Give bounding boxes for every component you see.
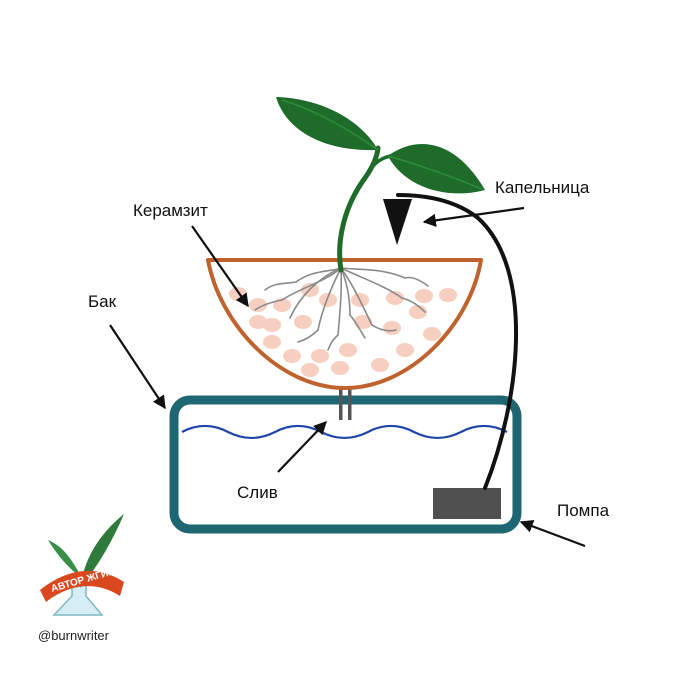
label-bak: Бак	[88, 292, 117, 311]
clay-pebble	[263, 318, 281, 332]
logo-stamp-band	[40, 570, 124, 602]
dripper	[383, 199, 412, 245]
label-keramzit: Керамзит	[133, 201, 208, 220]
left-leaf	[276, 97, 378, 151]
sliv-arrow	[277, 421, 327, 473]
clay-pebble	[386, 291, 404, 305]
left-leaf-vein	[281, 99, 379, 151]
clay-pebble	[354, 315, 372, 329]
bowl	[206, 258, 483, 390]
label-pompa: Помпа	[557, 501, 610, 520]
right-leaf-vein	[387, 155, 483, 190]
clay-pebble	[415, 289, 433, 303]
clay-pebble	[283, 349, 301, 363]
logo-leaf-2	[48, 540, 82, 578]
kapelnitsa-arrow	[422, 206, 525, 227]
water-wave	[181, 424, 508, 440]
clay-pebble	[263, 335, 281, 349]
clay-pebble	[319, 293, 337, 307]
clay-pebble	[396, 343, 414, 357]
right-leaf	[388, 144, 485, 194]
label-kapelnitsa: Капельница	[495, 178, 590, 197]
clay-pebble	[423, 327, 441, 341]
clay-pebble	[331, 361, 349, 375]
keramzit-arrow	[191, 225, 249, 308]
clay-pebbles	[229, 283, 457, 377]
logo-leaf	[80, 514, 124, 588]
clay-pebble	[311, 349, 329, 363]
roots	[254, 267, 429, 351]
author-logo: АВТОР ЖГИ!	[40, 514, 124, 616]
clay-pebble	[439, 288, 457, 302]
clay-pebble	[371, 358, 389, 372]
tank	[169, 395, 522, 534]
pompa-arrow	[519, 519, 586, 548]
clay-pebble	[409, 305, 427, 319]
hose	[396, 193, 518, 490]
label-sliv: Слив	[237, 483, 278, 502]
clay-pebble	[249, 315, 267, 329]
author-handle: @burnwriter	[38, 628, 110, 643]
clay-pebble	[339, 343, 357, 357]
clay-pebble	[294, 315, 312, 329]
bak-arrow	[109, 324, 166, 410]
pump	[433, 488, 501, 519]
clay-pebble	[249, 298, 267, 312]
drain-pipe-left	[339, 376, 343, 420]
stem	[337, 145, 381, 273]
drain-pipe-right	[348, 376, 352, 420]
clay-pebble	[383, 321, 401, 335]
clay-pebble	[301, 363, 319, 377]
